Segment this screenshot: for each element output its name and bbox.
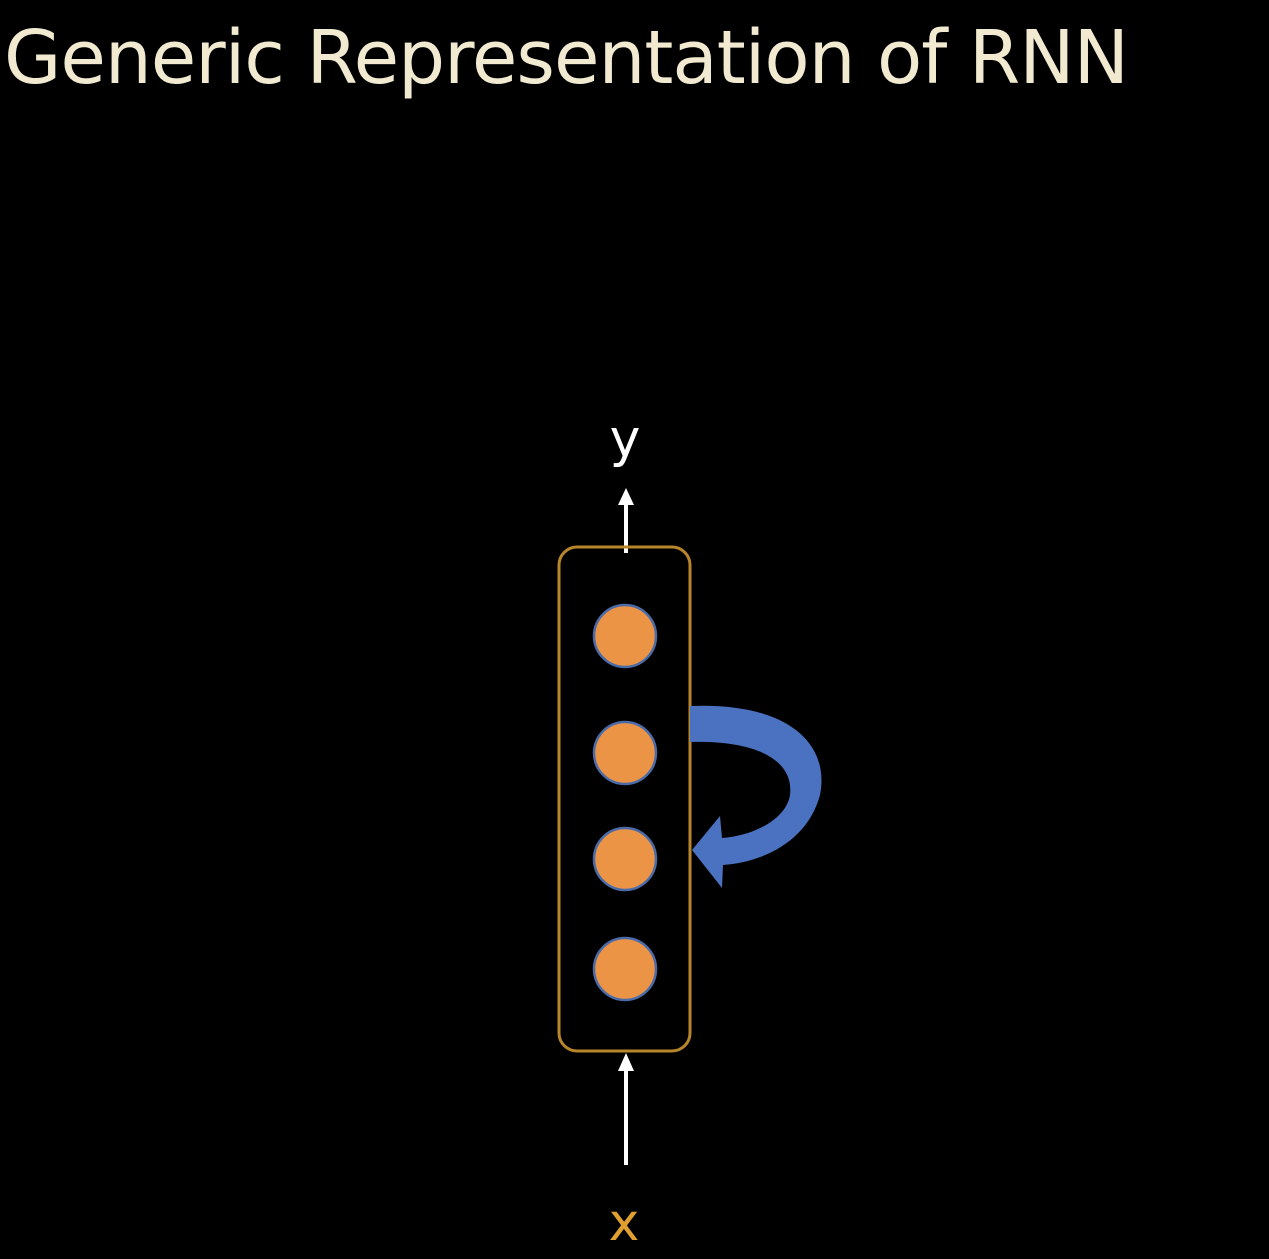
neuron-2 [592,720,658,786]
neuron-1 [592,603,658,669]
hidden-layer-box [557,545,692,1053]
slide-title: Generic Representation of RNN [4,15,1129,101]
input-arrow [618,1053,634,1165]
neuron-group [592,603,658,1002]
recurrent-arrow [690,705,822,888]
neuron-4 [592,936,658,1002]
output-arrow [618,488,634,553]
neuron-3 [592,826,658,892]
input-label: x [609,1193,640,1253]
output-label: y [610,409,641,469]
